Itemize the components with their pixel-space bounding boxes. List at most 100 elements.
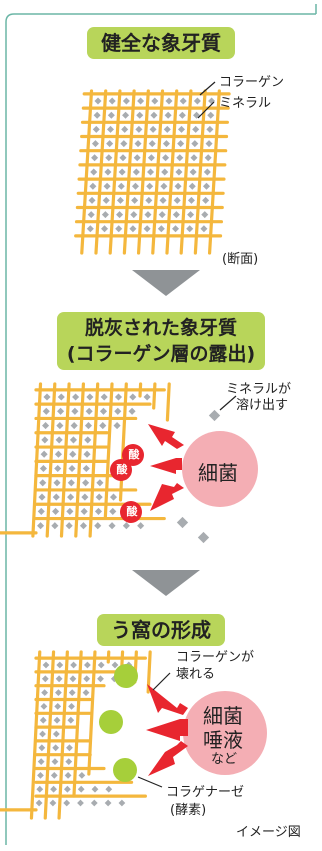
mineral-diamond (130, 181, 141, 192)
mineral-diamond (112, 406, 123, 417)
mineral-diamond (119, 124, 130, 135)
mineral-diamond (160, 152, 171, 163)
mineral-diamond (142, 392, 153, 402)
mineral-diamond (175, 138, 186, 149)
mineral-diamond (95, 673, 106, 684)
image-note: イメージ図 (236, 825, 301, 840)
mineral-diamond (84, 392, 95, 402)
mineral-diamond (92, 520, 103, 531)
acid-label-2: 酸 (116, 463, 128, 476)
mineral-diamond (35, 520, 46, 531)
mineral-diamond (203, 152, 214, 163)
mineral-diamond (83, 420, 94, 431)
mineral-diamond (184, 223, 195, 234)
mineral-diamond (54, 434, 65, 445)
mineral-diamond (77, 770, 87, 781)
mineral-diamond (64, 506, 75, 517)
mineral-diamond (41, 406, 52, 417)
mineral-diamond (205, 110, 216, 121)
mineral-diamond (50, 506, 61, 517)
mineral-diamond (145, 167, 156, 177)
enzyme-circles (99, 664, 138, 782)
mineral-diamond (64, 742, 75, 753)
mineral-diamond (158, 195, 168, 206)
mineral-diamond (97, 420, 108, 431)
mineral-diamond (67, 687, 78, 698)
enzyme-arrows (146, 684, 188, 776)
collagen-break-label-1: コラーゲンが (176, 650, 255, 665)
mineral-diamond (84, 406, 95, 417)
mineral-diamond (106, 110, 117, 121)
mineral-diamond (63, 770, 73, 781)
mineral-diamond (87, 195, 97, 206)
mineral-diamond (37, 492, 47, 503)
mineral-diamond (69, 406, 80, 417)
mineral-diamond (78, 520, 89, 531)
mineral-diamond (65, 492, 76, 503)
mineral-diamond (39, 701, 49, 712)
mineral-diamond (170, 223, 181, 234)
mineral-diamond (149, 110, 159, 121)
mineral-diamond (135, 96, 146, 106)
acid-label-1: 酸 (128, 448, 140, 461)
mineral-diamond (40, 673, 51, 684)
mineral-diamond (62, 784, 73, 795)
mineral-diamond (37, 477, 48, 488)
mineral-diamond (55, 406, 66, 417)
mineral-diamond (82, 434, 93, 445)
bacteria-label-1: 細菌 (198, 461, 238, 485)
mineral-diamond (107, 506, 118, 517)
mineral-diamond (114, 209, 125, 220)
mineral-diamond (116, 181, 127, 192)
mineral-diamond (201, 181, 212, 192)
mineral-diamond (40, 420, 51, 431)
mineral-diamond (82, 449, 92, 460)
mineral-diamond (42, 392, 52, 402)
section1-title: 健全な象牙質 (0, 27, 322, 59)
mineral-diamond (99, 223, 110, 234)
mineral-diamond (79, 506, 90, 517)
mineral-diamond (187, 181, 198, 192)
mineral-diamond (68, 673, 78, 684)
mineral-diamond (200, 195, 211, 206)
mineral-diamond (61, 798, 72, 808)
mineral-diamond (53, 449, 64, 460)
mineral-diamond (54, 420, 65, 431)
mineral-diamond (121, 96, 132, 106)
mineral-diamond (113, 223, 124, 234)
mineral-diamond (76, 784, 86, 795)
mineral-diamond (52, 463, 63, 474)
mineral-diamond (148, 124, 159, 135)
mineral-diamond (98, 406, 109, 417)
mineral-diamond (128, 209, 139, 220)
mineral-diamond (52, 715, 62, 726)
mineral-diamond (110, 660, 120, 670)
section3-title: う窩の形成 (0, 614, 322, 646)
mineral-dissolve-label-2: 溶け出す (236, 398, 289, 413)
collagen-grid (0, 382, 171, 538)
mineral-diamond (48, 784, 59, 795)
mineral-diamond (64, 520, 75, 531)
mineral-diamond (34, 798, 44, 808)
mineral-diamond (199, 209, 210, 220)
mineral-diamond (79, 492, 90, 503)
mineral-diamond (93, 506, 104, 517)
mineral-diamond (90, 784, 100, 795)
mineral-diamond (143, 195, 154, 206)
acid-label-3: 酸 (126, 505, 138, 518)
acid-arrows (148, 424, 184, 511)
mineral-diamond (107, 520, 118, 531)
etc-label: など (211, 752, 238, 767)
mineral-diamond (192, 96, 203, 106)
mineral-diamond (149, 96, 160, 106)
mineral-diamond (128, 223, 138, 234)
mineral-diamond (176, 124, 187, 135)
mineral-diamond (86, 209, 97, 220)
mineral-dissolve-label-1: ミネラルが (226, 382, 292, 397)
mineral-diamonds (35, 392, 153, 531)
mineral-diamond (53, 687, 64, 698)
mineral-diamond (63, 756, 74, 767)
